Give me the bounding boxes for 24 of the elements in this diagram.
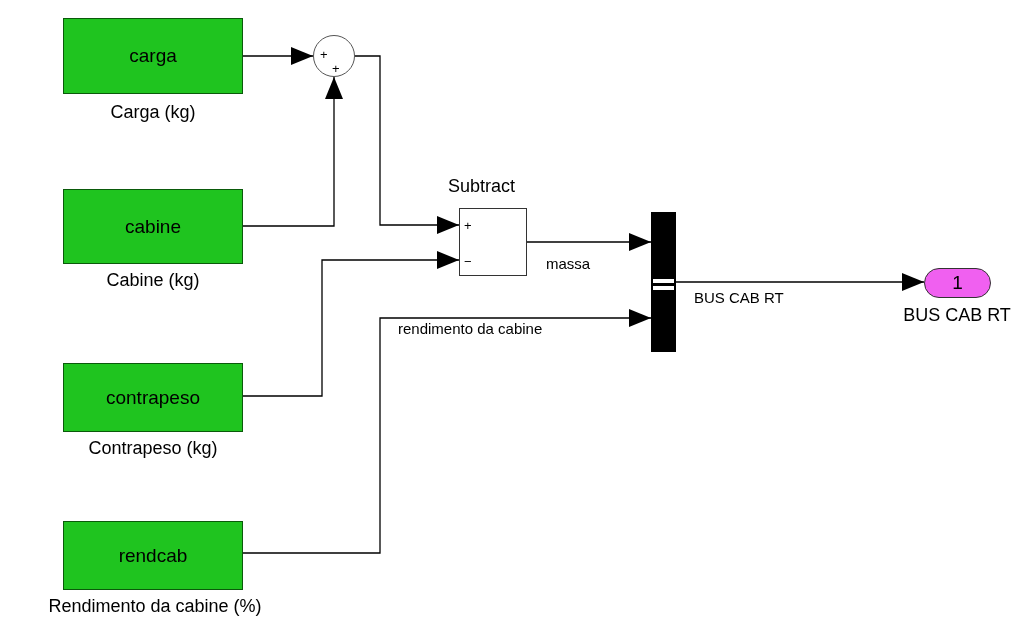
signal-arrow (242, 309, 652, 554)
block-name-label: Carga (kg) (110, 102, 196, 123)
signal-arrow (526, 233, 652, 251)
outport-block: 1 (924, 268, 991, 298)
constant-block: rendcab (63, 521, 243, 590)
sign-label: + (332, 62, 340, 75)
signal-arrow (242, 76, 343, 227)
port-sign: + (464, 219, 472, 232)
sum-circle (313, 35, 355, 77)
signal-arrow (354, 55, 460, 234)
signal-arrow (675, 273, 925, 291)
block-name-label: Rendimento da cabine (%) (48, 596, 262, 617)
block-name-label: Contrapeso (kg) (88, 438, 218, 459)
bus-creator-bar (651, 212, 676, 352)
signal-arrow (242, 251, 460, 397)
constant-block: contrapeso (63, 363, 243, 432)
port-sign: − (464, 255, 472, 268)
sign-label: + (320, 48, 328, 61)
block-title: Subtract (448, 176, 516, 197)
signal-arrow (242, 47, 314, 65)
block-name-label: Cabine (kg) (106, 270, 200, 291)
block-name-label: BUS CAB RT (903, 305, 1011, 326)
constant-block: cabine (63, 189, 243, 264)
constant-block: carga (63, 18, 243, 94)
